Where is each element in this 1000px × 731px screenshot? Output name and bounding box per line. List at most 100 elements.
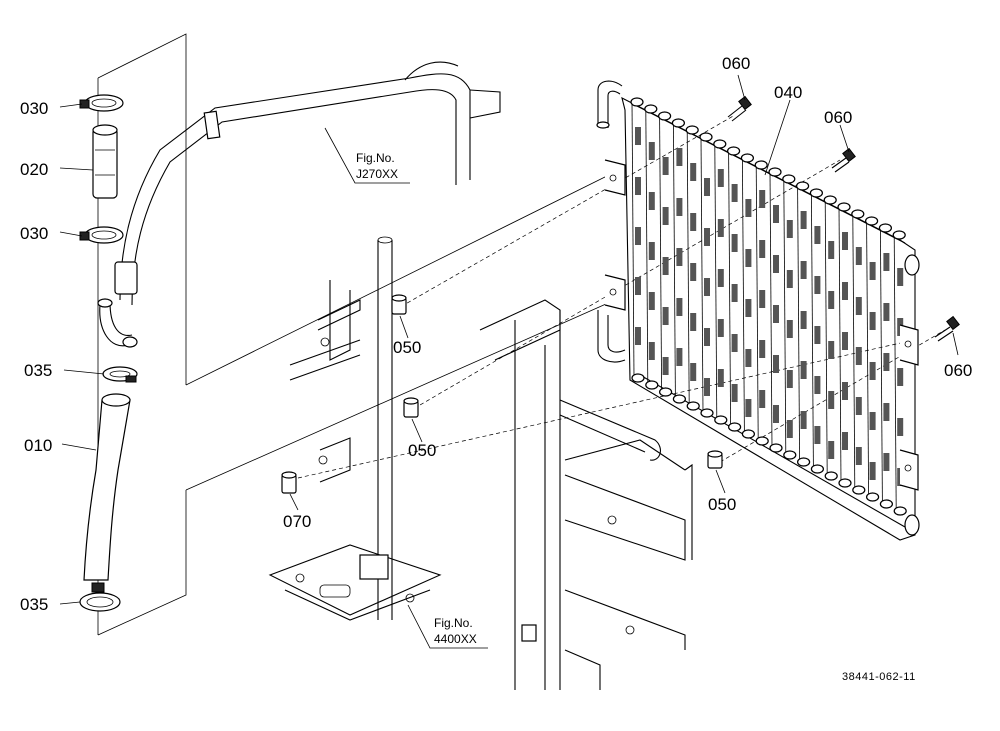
cooler-fin-shading [869,312,876,330]
callout-labels: 030 020 030 035 010 035 060 040 060 060 … [20,54,972,614]
cooler-tube-end [769,443,783,453]
cooler-fin-shading [800,411,807,429]
cooler-tube [797,185,800,462]
cooler-tube-end [672,394,687,404]
cooler-fin-shading [897,368,904,386]
cooler-fin-shading [786,270,793,288]
callout-035-top: 035 [24,361,52,380]
cooler-tube [783,178,787,455]
cooler-fin-shading [704,278,710,296]
cooler-tube-end [878,223,893,233]
cooler-fin-shading [745,299,752,317]
cooler-fin-shading [704,378,710,396]
cooler-fin-shading [759,190,766,208]
cooler-tube-end [783,450,797,460]
cooler-tube-end [700,408,714,418]
cooler-fin-shading [855,397,862,415]
cooler-tube [769,171,773,448]
cooler-fin-shading [662,307,669,325]
cooler-tube-end [645,380,659,390]
spacer-050-c [707,450,723,469]
cooler-fin-shading [704,328,710,346]
hose-010 [83,393,131,581]
callout-050-a: 050 [393,338,421,357]
cooler-fin-shading [648,142,655,160]
cooler-tube-end [838,478,852,488]
cooler-fin-shading [745,249,752,267]
cooler-fin-shading [814,326,821,344]
cooler-tube-end [713,139,727,149]
cooler-fin-shading [842,232,848,250]
cooler-tube-end [727,422,742,432]
cooler-fin-shading [814,276,821,294]
cooler-fin-shading [828,441,835,459]
cooler-fin-shading [648,342,655,360]
cooler-tube-end [879,499,894,509]
cooler-tube-end [657,111,672,121]
cooler-tube-end [865,492,880,502]
cooler-fin-shading [842,432,848,450]
cooler-tube-end [671,118,686,128]
hose-clamp-035-bottom [79,582,121,612]
cooler-fin-shading [855,247,862,265]
hose-clamp-030-mid [79,226,124,244]
cooler-fin-shading [786,370,793,388]
cooler-tube-end [810,464,825,474]
cooler-tube [700,136,704,413]
cooler-fin-shading [883,453,890,471]
cooler-tube-end [795,181,810,191]
fig-ref-j270xx-line2: J270XX [356,167,398,181]
cooler-fin-shading [704,178,710,196]
cooler-tube-end [782,174,796,184]
cooler-tube-end [824,471,838,481]
cooler-tube-end [852,485,866,495]
cooler-fin-shading [704,228,710,246]
fig-ref-4400xx-line1: Fig.No. [434,616,473,630]
cooler-tube [686,129,690,406]
cooler-tube-end [644,104,658,114]
cooler-tube-end [685,125,699,135]
cooler-fin-shading [676,148,683,166]
cooler-fin-shading [759,240,766,258]
cooler-fin-shading [759,290,766,308]
hose-clamp-035-top [102,366,138,383]
cooler-fin-shading [731,184,738,202]
cooler-tube [880,227,883,504]
cooler-tube-end [851,209,865,219]
cooler-tube-end [893,506,907,516]
cooler-fin-shading [869,362,876,380]
cooler-fin-shading [828,291,835,309]
cooler-fin-shading [635,227,641,245]
callout-040: 040 [774,83,802,102]
cooler-fin-shading [662,257,669,275]
cooler-fin-shading [814,226,821,244]
cooler-tube-end [837,202,851,212]
callout-060-right: 060 [944,361,972,380]
callout-030-top: 030 [20,99,48,118]
fig-ref-j270xx: Fig.No. J270XX [356,151,398,181]
cooler-fin-shading [773,355,779,373]
cooler-tube-end [699,132,713,142]
cooler-fin-shading [635,327,641,345]
cooler-tube [824,199,828,476]
diagram-code: 38441-062-11 [842,671,916,683]
cooler-tube [728,150,731,427]
cooler-tube-end [892,230,906,240]
cooler-tube-end [796,457,811,467]
cooler-fin-shading [717,319,724,337]
cooler-tube [811,192,814,469]
cooler-tube [742,157,745,434]
hose-clamp-030-top [79,94,124,112]
cooler-tube [673,122,676,399]
cooler-fin-shading [690,313,697,331]
callout-010: 010 [24,436,52,455]
cooler-fin-shading [717,369,724,387]
cooler-fin-shading [773,255,779,273]
cooler-fin-shading [717,169,724,187]
cooler-fin-shading [883,353,890,371]
cooler-fin-shading [731,284,738,302]
cooler-fin-shading [800,261,807,279]
cooler-fin-shading [883,403,890,421]
cooler-fin-shading [773,305,779,323]
